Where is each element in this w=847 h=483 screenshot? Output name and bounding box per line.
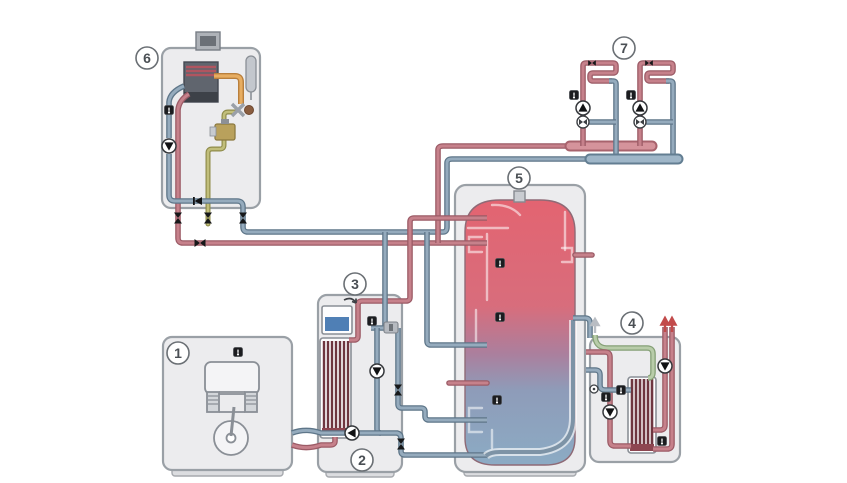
module-sensor	[366, 315, 378, 327]
tank-sensor-mid	[494, 311, 506, 323]
circuitA-pump	[575, 100, 591, 116]
dhw-arrow-1	[659, 315, 671, 332]
cold-water-arrow	[589, 316, 601, 333]
label-4: 4	[620, 311, 644, 335]
svg-text:7: 7	[620, 40, 628, 56]
freshwater-pump-primary	[602, 404, 618, 420]
circuitB-pump	[632, 100, 648, 116]
label-1: 1	[166, 341, 190, 365]
buffer-tank-box	[453, 183, 587, 477]
label-2: 2	[350, 448, 374, 472]
circuitB-mixing-valve	[633, 115, 647, 129]
module-pump-brine	[344, 425, 360, 441]
fan-venturi	[230, 102, 254, 118]
boiler-pump	[161, 138, 177, 154]
module-motor-valve	[383, 321, 399, 334]
freshwater-sensor-4	[656, 435, 668, 447]
tank-sensor-top	[494, 257, 506, 269]
module-open-vessel	[321, 305, 353, 335]
module-plate-heat-exchanger	[319, 337, 352, 439]
shutoff-valve-gas	[204, 212, 212, 224]
svg-text:3: 3	[351, 276, 359, 292]
compressor-symbol	[204, 361, 260, 456]
freshwater-sensor-2	[600, 391, 612, 403]
label-7: 7	[612, 36, 636, 60]
tank-top-nipple	[513, 190, 526, 203]
svg-text:2: 2	[358, 452, 366, 468]
circuitB-sensor	[625, 89, 637, 101]
svg-text:6: 6	[143, 50, 151, 66]
freshwater-pump-circulation	[657, 358, 673, 374]
circuitA-sensor	[568, 89, 580, 101]
module-pump-primary	[369, 363, 385, 379]
vessel-inflow-arrow	[343, 297, 357, 304]
label-6: 6	[135, 46, 159, 70]
svg-text:5: 5	[515, 170, 523, 186]
freshwater-sensor-1	[589, 384, 599, 394]
svg-text:1: 1	[174, 345, 182, 361]
circuitA-mixing-valve	[576, 115, 590, 129]
label-3: 3	[343, 272, 367, 296]
label-5: 5	[507, 166, 531, 190]
expansion-vessel	[245, 55, 257, 93]
dhw-arrow-2	[666, 315, 678, 332]
buffer-tank-body	[464, 199, 576, 466]
svg-text:4: 4	[628, 315, 636, 331]
gas-valve	[209, 119, 236, 141]
freshwater-plate-heat-exchanger	[627, 376, 657, 454]
freshwater-sensor-3	[615, 384, 627, 396]
boiler-sensor	[163, 104, 175, 116]
outdoor-unit-sensor	[232, 346, 244, 358]
tank-sensor-low	[491, 394, 503, 406]
